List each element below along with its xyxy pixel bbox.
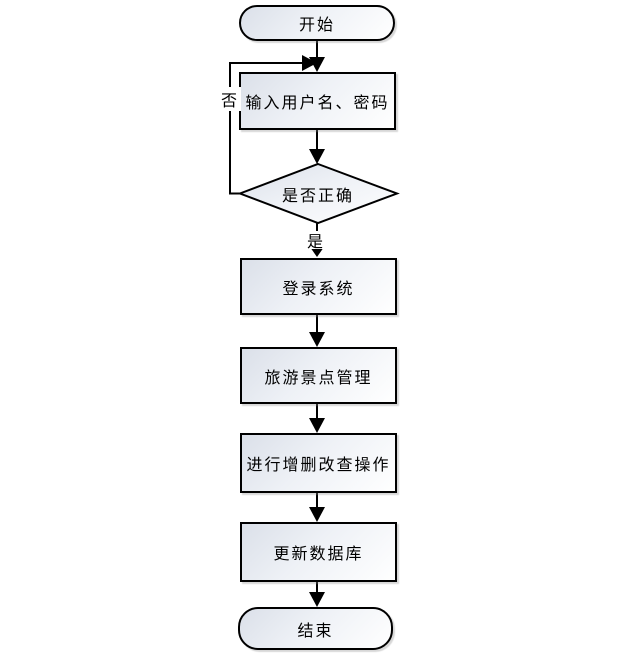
node-decision-label: 是否正确: [281, 188, 354, 205]
arrowhead-down-icon: [309, 57, 325, 72]
arrow-update-to-end: [309, 582, 325, 607]
arrowhead-down-icon: [309, 507, 325, 522]
arrowhead-down-icon: [310, 247, 324, 257]
arrow-manage-to-crud: [309, 404, 325, 433]
node-login-system: 登录系统: [240, 258, 397, 315]
node-end: 结束: [238, 607, 393, 650]
node-attraction-management: 旅游景点管理: [240, 347, 397, 404]
node-input-credentials: 输入用户名、密码: [239, 72, 396, 130]
edge-label-yes: 是: [304, 231, 326, 251]
node-update-database: 更新数据库: [240, 522, 397, 582]
arrowhead-down-icon: [309, 418, 325, 433]
arrow-start-to-input: [309, 40, 325, 72]
arrow-line: [229, 62, 302, 195]
arrow-crud-to-update: [309, 493, 325, 522]
arrowhead-right-icon: [302, 55, 317, 71]
node-start: 开始: [239, 5, 395, 41]
arrow-decision-to-input-no-loop: [229, 55, 317, 195]
arrow-input-to-decision: [309, 130, 325, 164]
node-crud-operations: 进行增删改查操作: [240, 433, 397, 493]
arrowhead-down-icon: [309, 592, 325, 607]
arrow-login-to-manage: [309, 315, 325, 347]
arrowhead-down-icon: [309, 149, 325, 164]
edge-label-no: 否: [217, 87, 241, 111]
arrowhead-down-icon: [309, 332, 325, 347]
